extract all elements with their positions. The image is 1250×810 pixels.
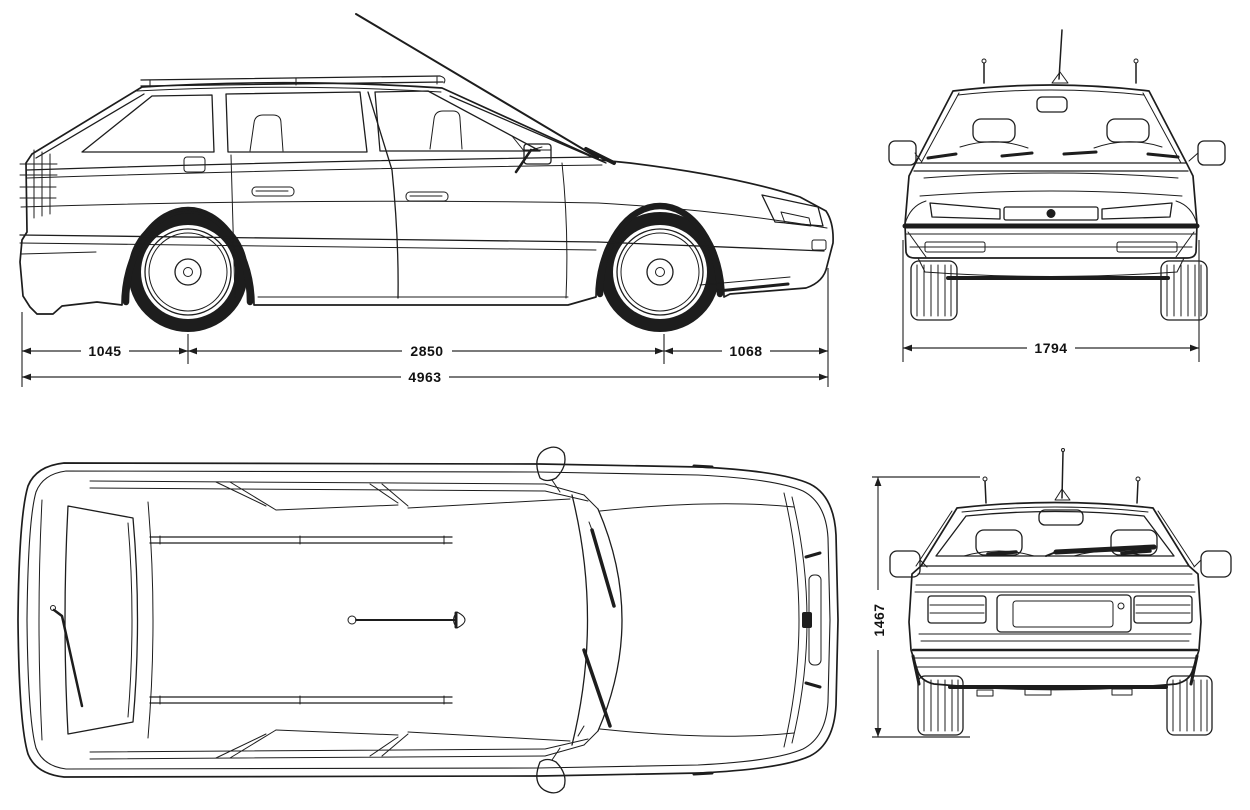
side-mirror-icon — [523, 143, 552, 165]
dimension-label-overall-height: 1467 — [871, 603, 887, 636]
top-body-inner — [26, 470, 831, 770]
front-headlights — [929, 202, 1173, 220]
front-rearview-mirror — [1036, 96, 1068, 113]
dimension-label-front-overhang: 1068 — [729, 343, 762, 359]
side-headlight — [761, 194, 824, 227]
top-side-mirrors — [536, 446, 566, 794]
top-antenna-icon — [347, 611, 466, 629]
side-fuel-filler — [183, 156, 206, 173]
dimension-label-rear-overhang: 1045 — [88, 343, 121, 359]
side-antenna-mount — [584, 147, 616, 165]
dimension-label-wheelbase: 2850 — [410, 343, 443, 359]
front-view — [888, 29, 1226, 321]
rear-bumper — [911, 648, 1199, 697]
front-cowl-band — [913, 162, 1189, 172]
front-antenna-icon — [1051, 29, 1069, 84]
front-roof-antennas — [981, 58, 1139, 84]
side-rear-wheel-icon — [128, 212, 248, 332]
side-windows — [35, 90, 607, 164]
front-wheels — [910, 260, 1208, 321]
top-windshield — [571, 494, 623, 746]
dim-arrows-row2 — [22, 373, 828, 381]
top-side-frames — [89, 480, 589, 760]
rear-window — [915, 510, 1195, 567]
side-body-outline — [19, 81, 834, 315]
rear-wheels — [917, 675, 1213, 736]
side-roof-rails — [135, 75, 446, 93]
side-view — [19, 13, 834, 332]
front-headrests — [926, 118, 1180, 160]
front-grille — [1003, 206, 1099, 221]
top-view — [17, 446, 839, 794]
dimension-label-overall-length: 4963 — [408, 369, 441, 385]
rear-license-plate — [996, 594, 1132, 633]
front-hood-lines — [904, 172, 1198, 225]
side-front-indicator — [811, 239, 827, 251]
rear-antenna-icon — [1054, 448, 1071, 501]
rear-tailgate-lines — [914, 565, 1196, 642]
ext-lines-width — [902, 240, 1200, 362]
dim-arrows-width — [903, 344, 1199, 352]
top-roof-rails — [149, 535, 453, 705]
side-wiper-icon — [514, 148, 533, 174]
rear-rearview-mirror — [1038, 509, 1084, 526]
top-rear-window — [38, 499, 154, 741]
rear-roof-antennas — [982, 476, 1141, 504]
dimension-label-overall-width: 1794 — [1034, 340, 1067, 356]
side-door-seams — [230, 91, 568, 299]
front-side-mirrors — [888, 140, 1226, 166]
rear-headrests — [963, 529, 1158, 557]
rear-wiper-icon — [1045, 544, 1157, 557]
side-antenna-icon — [355, 13, 599, 159]
dimension-annotations: 1045 2850 1068 4963 1794 1467 — [21, 240, 1200, 738]
side-wiper-arm — [530, 146, 543, 151]
front-pillars-inner — [920, 92, 1182, 164]
top-hood — [599, 464, 822, 776]
side-door-handles — [251, 186, 449, 202]
front-roof-inner — [957, 89, 1145, 96]
dim-arrows-height — [874, 477, 882, 737]
rear-body-outline — [908, 501, 1202, 691]
ext-lines-height — [872, 476, 980, 738]
rear-view — [889, 448, 1232, 736]
rear-tail-lights — [927, 595, 1193, 624]
side-tail-details — [19, 149, 97, 255]
dim-arrows-row1 — [22, 347, 828, 355]
rear-side-mirrors — [889, 550, 1232, 578]
rear-roof-inner — [961, 506, 1149, 513]
side-front-wheel-icon — [600, 212, 720, 332]
front-bumper — [902, 223, 1200, 280]
side-headrests — [249, 110, 463, 152]
